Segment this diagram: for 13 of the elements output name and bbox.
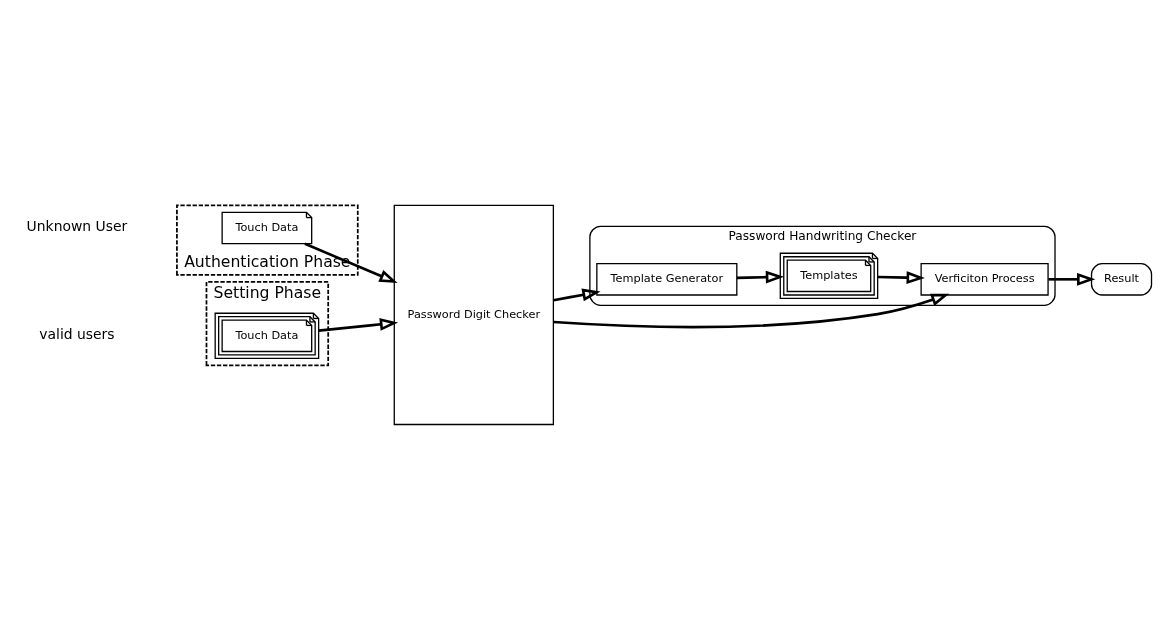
arrow xyxy=(736,270,785,284)
label: Unknown User xyxy=(26,217,128,234)
arrow xyxy=(1048,272,1096,286)
node-box: Template Generator xyxy=(596,262,738,296)
node-box: Verficiton Process xyxy=(920,262,1049,296)
node-box: Password Digit Checker xyxy=(393,204,555,425)
arrow xyxy=(553,293,950,328)
label: valid users xyxy=(39,325,115,342)
arrow xyxy=(877,270,925,284)
arrow xyxy=(553,288,601,302)
node-box: Result xyxy=(1090,262,1153,296)
arrow xyxy=(318,317,399,332)
arrow xyxy=(304,242,398,283)
